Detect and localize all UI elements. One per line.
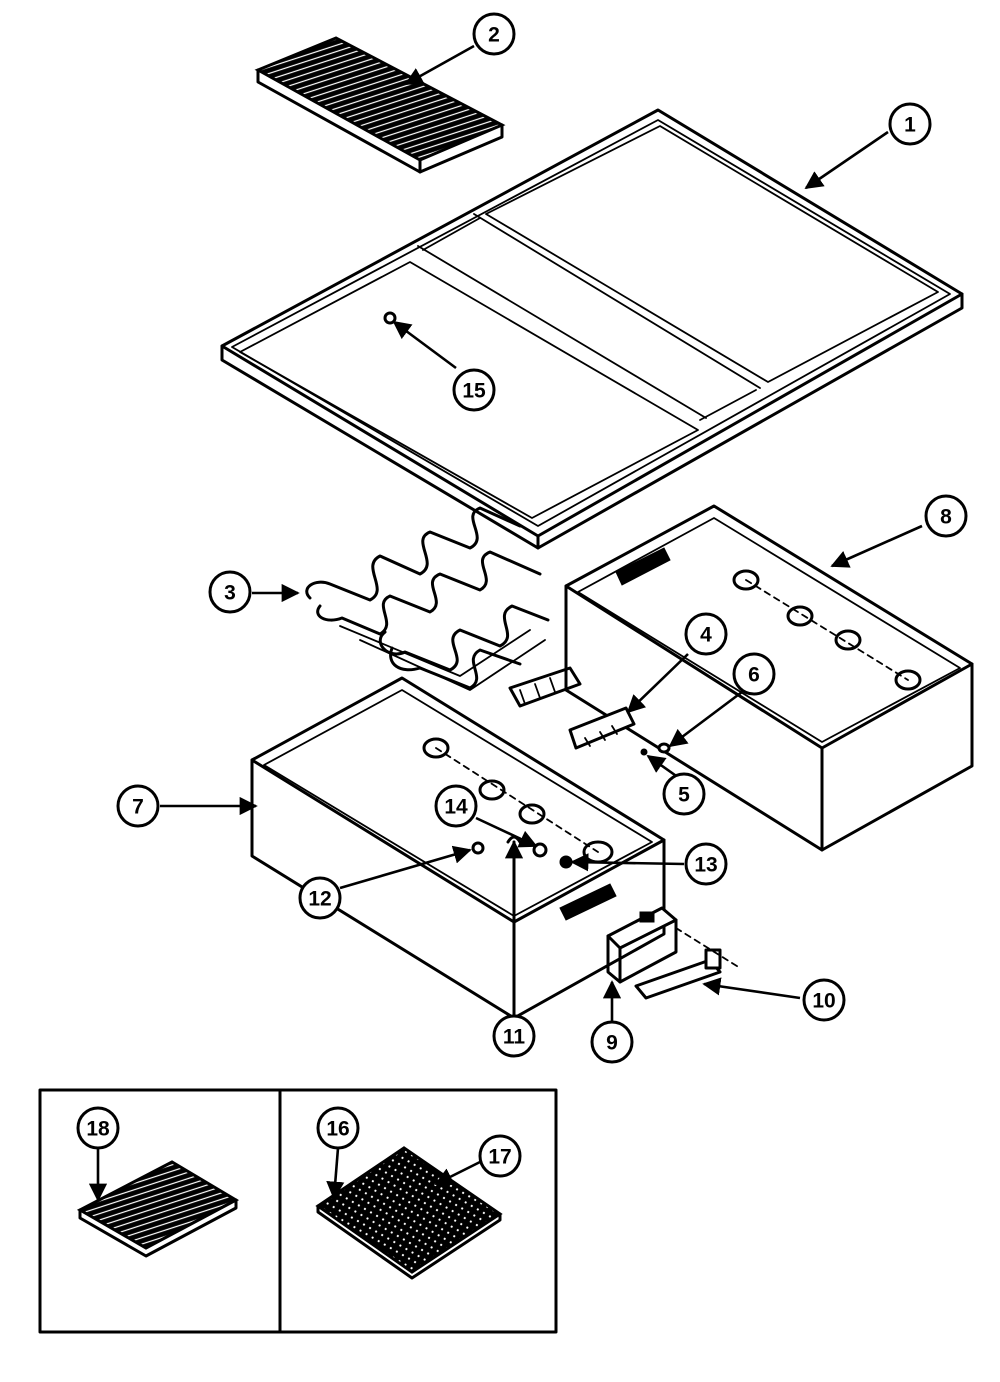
part-right-pan (564, 504, 974, 852)
callout-2: 2 (472, 12, 516, 56)
part-fastener (383, 311, 397, 325)
callout-7: 7 (116, 784, 160, 828)
callout-12-label: 12 (308, 888, 331, 911)
callout-14-label: 14 (444, 796, 468, 819)
callout-9: 9 (590, 1020, 634, 1064)
callout-7-label: 7 (132, 796, 144, 819)
callout-18-label: 18 (86, 1118, 110, 1141)
part-grill-accessory (315, 1146, 503, 1280)
callout-4: 4 (684, 612, 728, 656)
callout-3: 3 (208, 570, 252, 614)
callout-16: 16 (316, 1106, 360, 1150)
callout-17-label: 17 (488, 1146, 511, 1169)
callout-17: 17 (478, 1134, 522, 1178)
callout-1: 1 (888, 102, 932, 146)
part-clip (657, 742, 671, 754)
part-heating-element (305, 506, 582, 708)
callout-11-label: 11 (503, 1026, 526, 1049)
callout-13-label: 13 (694, 854, 717, 877)
callout-10-label: 10 (812, 990, 835, 1013)
callout-15: 15 (452, 368, 496, 412)
callout-10: 10 (802, 978, 846, 1022)
part-griddle-accessory (76, 1160, 240, 1258)
callout-11: 11 (492, 1014, 536, 1058)
leader-lines (88, 44, 923, 1202)
part-bracket (634, 927, 741, 1000)
part-terminal-block (568, 706, 636, 750)
callout-16-label: 16 (326, 1118, 349, 1141)
callout-4-label: 4 (700, 624, 712, 647)
callout-9-label: 9 (606, 1032, 618, 1055)
callout-5-label: 5 (678, 784, 690, 807)
part-cooktop-frame (220, 108, 964, 550)
callout-14: 14 (434, 784, 478, 828)
accessory-inset-box (38, 1088, 558, 1334)
callout-12: 12 (298, 876, 342, 920)
callout-8: 8 (924, 494, 968, 538)
callout-2-label: 2 (488, 24, 500, 47)
callout-13: 13 (684, 842, 728, 886)
callout-1-label: 1 (904, 114, 916, 137)
callout-8-label: 8 (940, 506, 952, 529)
callout-6-label: 6 (748, 664, 760, 687)
callout-3-label: 3 (224, 582, 236, 605)
callout-15-label: 15 (462, 380, 486, 403)
callout-18: 18 (76, 1106, 120, 1150)
callout-6: 6 (732, 652, 776, 696)
part-screw (640, 748, 648, 756)
part-grille (254, 36, 506, 174)
callout-5: 5 (662, 772, 706, 816)
